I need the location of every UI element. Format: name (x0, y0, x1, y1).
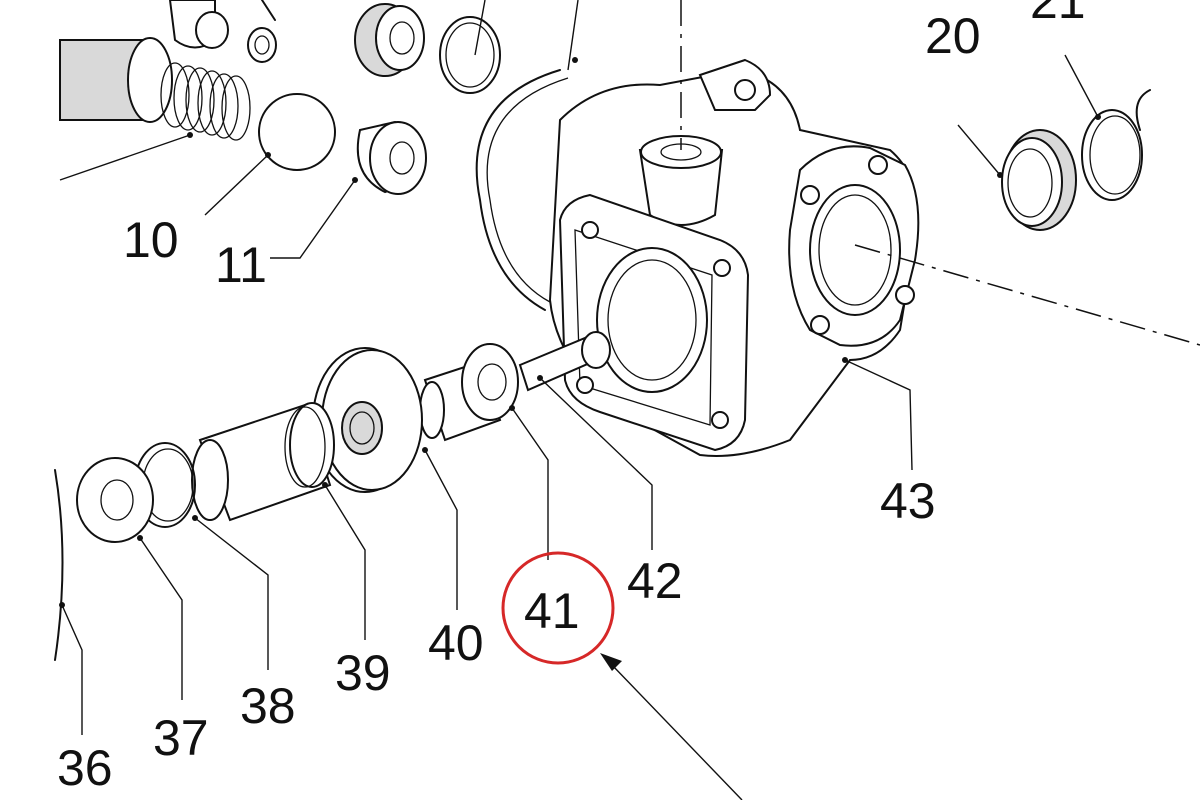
label-part-20: 20 (925, 8, 981, 64)
part-43-pump-housing (548, 58, 920, 457)
part-20-seal (1001, 129, 1077, 231)
part-37-washer (76, 457, 154, 543)
part-11-bushing (356, 120, 427, 195)
label-part-43: 43 (880, 473, 936, 529)
spring-assembly (59, 0, 277, 141)
label-part-39: 39 (335, 645, 391, 701)
label-part-38: 38 (240, 678, 296, 734)
callout-arrow (600, 653, 743, 800)
label-part-10: 10 (123, 212, 179, 268)
part-41-piston (419, 343, 519, 442)
label-part-41: 41 (524, 583, 580, 639)
leader-lines (59, 0, 1101, 735)
label-part-37: 37 (153, 710, 209, 766)
part-21-ring (1081, 89, 1151, 201)
coil-spring (160, 62, 251, 141)
part-40-disc (312, 347, 423, 493)
label-part-21: 21 (1030, 0, 1086, 29)
label-part-11: 11 (215, 237, 267, 293)
label-part-36: 36 (57, 740, 113, 796)
part-labels: 10 11 20 21 36 37 38 39 40 41 42 43 (57, 0, 1086, 796)
part-36-edge (54, 469, 64, 661)
part-10-ball (258, 93, 336, 171)
label-part-40: 40 (428, 615, 484, 671)
seal-rings-top (354, 3, 501, 94)
highlight-circle (501, 551, 615, 665)
part-39-sleeve (191, 402, 335, 522)
label-part-42: 42 (627, 553, 683, 609)
